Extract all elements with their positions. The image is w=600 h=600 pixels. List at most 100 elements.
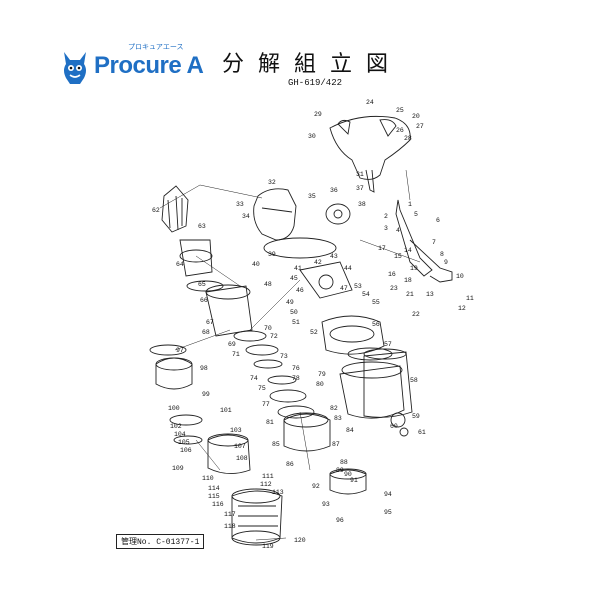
part-label-95: 95 — [384, 509, 392, 516]
part-label-46: 46 — [296, 287, 304, 294]
lower-left-assembly — [149, 344, 251, 474]
part-label-73: 73 — [280, 353, 288, 360]
part-label-26: 26 — [396, 127, 404, 134]
stator-stack — [161, 185, 253, 337]
part-label-61: 61 — [418, 429, 426, 436]
part-label-2: 2 — [384, 213, 388, 220]
part-label-108: 108 — [236, 455, 248, 462]
part-label-81: 81 — [266, 419, 274, 426]
part-label-80: 80 — [316, 381, 324, 388]
part-label-105: 105 — [178, 439, 190, 446]
part-label-58: 58 — [410, 377, 418, 384]
part-label-100: 100 — [168, 405, 180, 412]
part-label-87: 87 — [332, 441, 340, 448]
part-label-72: 72 — [270, 333, 278, 340]
part-label-98: 98 — [200, 365, 208, 372]
part-label-99: 99 — [202, 391, 210, 398]
part-label-84: 84 — [346, 427, 354, 434]
part-label-65: 65 — [198, 281, 206, 288]
part-label-20: 20 — [412, 113, 420, 120]
part-label-66: 66 — [200, 297, 208, 304]
part-label-17: 17 — [378, 245, 386, 252]
part-label-101: 101 — [220, 407, 232, 414]
part-label-92: 92 — [312, 483, 320, 490]
part-label-111: 111 — [262, 473, 274, 480]
part-label-50: 50 — [290, 309, 298, 316]
part-label-3: 3 — [384, 225, 388, 232]
part-label-21: 21 — [406, 291, 414, 298]
page-title: 分解組立図 — [222, 52, 403, 77]
part-label-104: 104 — [174, 431, 186, 438]
part-label-16: 16 — [388, 271, 396, 278]
part-label-55: 55 — [372, 299, 380, 306]
part-label-36: 36 — [330, 187, 338, 194]
part-label-27: 27 — [416, 123, 424, 130]
part-label-4: 4 — [396, 227, 400, 234]
part-label-86: 86 — [286, 461, 294, 468]
part-label-67: 67 — [206, 319, 214, 326]
management-number: 管理No. C-01377-1 — [116, 534, 205, 549]
part-label-39: 39 — [268, 251, 276, 258]
part-label-119: 119 — [262, 543, 274, 550]
part-label-23: 23 — [390, 285, 398, 292]
part-label-6: 6 — [436, 217, 440, 224]
part-label-22: 22 — [412, 311, 420, 318]
part-label-9: 9 — [444, 259, 448, 266]
part-label-89: 89 — [336, 467, 344, 474]
part-label-43: 43 — [330, 253, 338, 260]
part-label-112: 112 — [260, 481, 272, 488]
part-label-49: 49 — [286, 299, 294, 306]
part-label-63: 63 — [198, 223, 206, 230]
part-label-60: 60 — [390, 423, 398, 430]
part-label-109: 109 — [172, 465, 184, 472]
part-label-25: 25 — [396, 107, 404, 114]
part-label-13: 13 — [426, 291, 434, 298]
part-label-97: 97 — [176, 347, 184, 354]
strainer — [231, 488, 283, 546]
part-label-82: 82 — [330, 405, 338, 412]
part-label-42: 42 — [314, 259, 322, 266]
part-label-120: 120 — [294, 537, 306, 544]
part-label-38: 38 — [358, 201, 366, 208]
part-label-93: 93 — [322, 501, 330, 508]
part-label-40: 40 — [252, 261, 260, 268]
part-label-32: 32 — [268, 179, 276, 186]
brand-logo: プロキュアエース Procure A — [58, 43, 208, 90]
part-label-11: 11 — [466, 295, 474, 302]
part-label-91: 91 — [350, 477, 358, 484]
part-label-45: 45 — [290, 275, 298, 282]
mascot-icon — [64, 52, 86, 84]
part-label-88: 88 — [340, 459, 348, 466]
part-label-35: 35 — [308, 193, 316, 200]
part-label-12: 12 — [458, 305, 466, 312]
part-label-47: 47 — [340, 285, 348, 292]
part-label-115: 115 — [208, 493, 220, 500]
part-label-44: 44 — [344, 265, 352, 272]
part-label-33: 33 — [236, 201, 244, 208]
part-label-57: 57 — [384, 341, 392, 348]
part-label-107: 107 — [234, 443, 246, 450]
part-label-62: 62 — [152, 207, 160, 214]
part-label-117: 117 — [224, 511, 236, 518]
part-label-70: 70 — [264, 325, 272, 332]
part-label-28: 28 — [404, 135, 412, 142]
part-label-116: 116 — [212, 501, 224, 508]
part-label-10: 10 — [456, 273, 464, 280]
part-label-69: 69 — [228, 341, 236, 348]
part-label-71: 71 — [232, 351, 240, 358]
part-label-37: 37 — [356, 185, 364, 192]
part-label-102: 102 — [170, 423, 182, 430]
rotor-shaft — [233, 261, 353, 419]
part-label-85: 85 — [272, 441, 280, 448]
part-label-56: 56 — [372, 321, 380, 328]
part-label-54: 54 — [362, 291, 370, 298]
part-label-24: 24 — [366, 99, 374, 106]
outer-shell — [363, 348, 413, 418]
part-label-68: 68 — [202, 329, 210, 336]
part-label-18: 18 — [404, 277, 412, 284]
brand-kana: プロキュアエース — [128, 43, 184, 51]
handle-assembly — [329, 115, 453, 283]
part-label-106: 106 — [180, 447, 192, 454]
part-label-94: 94 — [384, 491, 392, 498]
